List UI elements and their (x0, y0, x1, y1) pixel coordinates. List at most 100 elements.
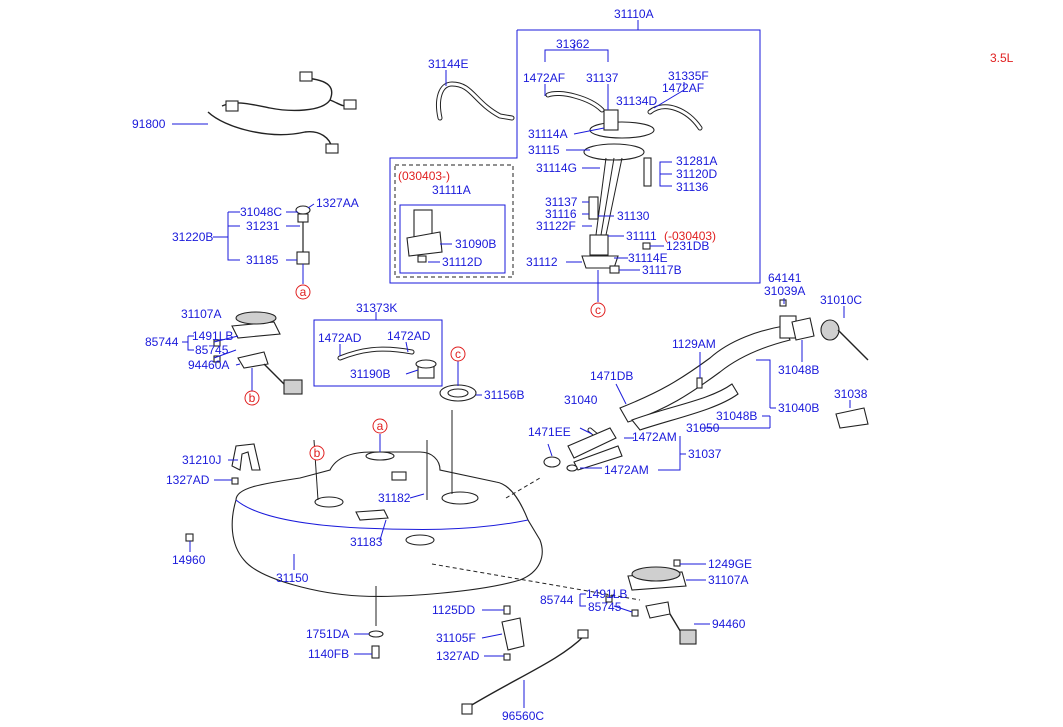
part-label-31107a-left: 31107A (181, 307, 221, 321)
part-label-1327aa: 1327AA (316, 196, 359, 210)
part-label-1125dd: 1125DD (432, 603, 475, 617)
part-label-31048c: 31048C (240, 205, 282, 219)
part-label-31210j: 31210J (182, 453, 221, 467)
part-label-1327ad-bottom: 1327AD (436, 649, 480, 663)
part-label-14960: 14960 (172, 553, 206, 567)
part-label-1472am-lower: 1472AM (604, 463, 649, 477)
part-label-1249ge: 1249GE (708, 557, 752, 571)
part-label-31373k: 31373K (356, 301, 397, 315)
hose-group-drawing (337, 346, 437, 379)
svg-text:c: c (595, 303, 601, 317)
part-label-31110a: 31110A (614, 7, 654, 21)
part-label-64141: 64141 (768, 271, 802, 285)
wiring-harness-drawing (207, 71, 357, 154)
part-label-31150: 31150 (276, 571, 309, 585)
part-label-31107a-right: 31107A (708, 573, 748, 587)
part-label-31105f: 31105F (436, 631, 476, 645)
part-label-31220b: 31220B (172, 230, 213, 244)
part-label-31281a: 31281A (676, 154, 717, 168)
bracket-drawing (231, 443, 261, 485)
part-label-1491lb-left: 1491LB (192, 329, 233, 343)
part-label-31050: 31050 (686, 421, 720, 435)
vent-hose-drawing (436, 81, 515, 121)
part-label-85745-right: 85745 (588, 600, 622, 614)
sub-pump-drawing (406, 209, 443, 263)
part-label-31039a: 31039A (764, 284, 805, 298)
part-label-1471db: 1471DB (590, 369, 633, 383)
part-label-31117b: 31117B (642, 263, 682, 277)
callout-b-sender: b (244, 390, 260, 406)
part-label-1327ad-left: 1327AD (166, 473, 210, 487)
lower-bracket-drawing (501, 605, 525, 661)
svg-text:c: c (455, 347, 461, 361)
part-label-31134d: 31134D (616, 94, 657, 108)
engine-spec-label: 3.5L (990, 51, 1014, 65)
part-label-31130: 31130 (617, 209, 650, 223)
part-label-85745-left: 85745 (195, 343, 229, 357)
part-label-94460a: 94460A (188, 358, 229, 372)
filler-neck-drawing (619, 299, 869, 431)
part-label-31362: 31362 (556, 37, 590, 51)
part-label-94460: 94460 (712, 617, 746, 631)
part-label-1751da: 1751DA (306, 627, 349, 641)
part-label-1472af-top-left: 1472AF (523, 71, 565, 85)
part-label-31136: 31136 (676, 180, 709, 194)
part-label-31038: 31038 (834, 387, 868, 401)
part-label-31182: 31182 (378, 491, 411, 505)
left-cover-drawing (213, 311, 303, 395)
svg-text:a: a (300, 285, 307, 299)
leader-lines (172, 20, 851, 708)
part-label-31112d: 31112D (442, 255, 483, 269)
callout-c-gasket: c (450, 346, 466, 362)
level-sender-drawing (295, 205, 311, 265)
date-range-from-030403: (030403-) (398, 169, 450, 183)
part-label-31335f: 31335F (668, 69, 709, 83)
part-label-96560c: 96560C (502, 709, 544, 723)
part-label-31144e: 31144E (428, 57, 468, 71)
part-label-1471ee: 1471EE (528, 425, 571, 439)
date-range-until-030403: (-030403) (664, 229, 716, 243)
part-label-31040b: 31040B (778, 401, 819, 415)
part-label-31137-top: 31137 (586, 71, 619, 85)
plug-drawing (185, 533, 194, 542)
part-label-1491lb-right: 1491LB (586, 587, 627, 601)
part-label-31183: 31183 (350, 535, 383, 549)
part-label-31111a: 31111A (432, 183, 471, 197)
part-label-31114e: 31114E (628, 251, 668, 265)
part-label-31090b: 31090B (455, 237, 496, 251)
callout-a-tank: a (372, 418, 388, 434)
callout-b-tank: b (309, 445, 325, 461)
part-label-31120d: 31120D (676, 167, 717, 181)
part-label-1231db: 1231DB (666, 239, 709, 253)
callout-a-sender: a (295, 284, 311, 300)
part-label-31156b: 31156B (484, 388, 524, 402)
part-label-31111: 31111 (626, 229, 657, 243)
part-label-31048b-cap: 31048B (778, 363, 819, 377)
fuel-tank-drawing (231, 410, 641, 601)
frames (313, 29, 761, 387)
part-label-85744-right: 85744 (540, 593, 574, 607)
part-label-31114a: 31114A (528, 127, 568, 141)
gasket-drawing (439, 384, 477, 402)
part-label-1129am: 1129AM (672, 337, 716, 351)
part-label-91800: 91800 (132, 117, 166, 131)
part-label-85744-left: 85744 (145, 335, 179, 349)
cable-drawing (461, 629, 589, 715)
part-label-31048b-neck: 31048B (716, 409, 757, 423)
part-label-1472am-upper: 1472AM (632, 430, 677, 444)
part-label-31116: 31116 (545, 207, 577, 221)
part-label-31112: 31112 (526, 255, 558, 269)
part-label-1140fb: 1140FB (308, 647, 349, 661)
part-label-31040: 31040 (564, 393, 598, 407)
part-label-31010c: 31010C (820, 293, 862, 307)
svg-text:b: b (314, 446, 321, 460)
part-label-31115: 31115 (528, 143, 560, 157)
part-label-31114g: 31114G (536, 161, 577, 175)
part-label-1472af-top-right: 1472AF (662, 81, 704, 95)
pump-module-drawing (545, 91, 703, 274)
fill-hoses-drawing (543, 427, 623, 472)
svg-text:a: a (377, 419, 384, 433)
part-label-31190b: 31190B (350, 367, 390, 381)
svg-text:b: b (249, 391, 256, 405)
